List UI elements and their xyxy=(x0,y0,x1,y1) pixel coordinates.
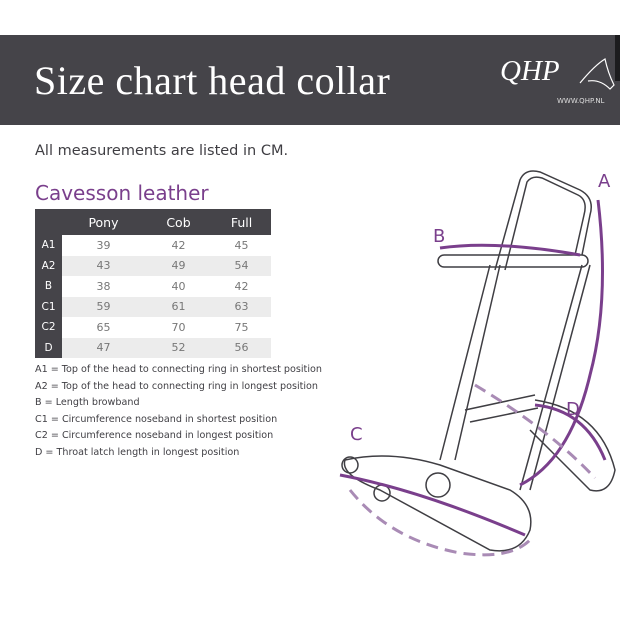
column-header: Pony xyxy=(62,209,145,235)
brand-url: WWW.QHP.NL xyxy=(557,97,605,105)
legend-item: D = Throat latch length in longest posit… xyxy=(35,446,240,458)
cell: 47 xyxy=(62,337,145,358)
cell: 43 xyxy=(62,255,145,276)
legend-item: C1 = Circumference noseband in shortest … xyxy=(35,413,278,425)
legend-item: B = Length browband xyxy=(35,397,140,409)
column-header: Cob xyxy=(144,209,213,235)
cell: 40 xyxy=(171,279,186,293)
measurement-note: All measurements are listed in CM. xyxy=(35,143,289,159)
column-header: Full xyxy=(212,209,271,235)
cell: 38 xyxy=(96,279,111,293)
cell: 56 xyxy=(212,337,271,358)
table-header-row: Pony Cob Full xyxy=(35,209,271,235)
header-band: Size chart head collar QHP WWW.QHP.NL xyxy=(0,35,620,125)
cell: 39 xyxy=(96,238,111,252)
legend-item: A1 = Top of the head to connecting ring … xyxy=(35,364,322,375)
cell: 42 xyxy=(171,238,186,252)
section-title: Cavesson leather xyxy=(35,181,209,205)
cell: 54 xyxy=(212,255,271,276)
head-collar-diagram: A B C D xyxy=(339,170,616,557)
cell: 59 xyxy=(62,296,145,317)
table-row: A1 39 42 45 xyxy=(35,235,271,256)
label-d: D xyxy=(566,399,580,420)
cell: 42 xyxy=(234,279,249,293)
row-label: A2 xyxy=(35,255,62,276)
legend-item: C2 = Circumference noseband in longest p… xyxy=(35,430,274,442)
brand-logo: QHP xyxy=(500,55,560,87)
legend-item: A2 = Top of the head to connecting ring … xyxy=(35,380,318,392)
cell: 65 xyxy=(96,320,111,334)
row-label: C1 xyxy=(35,296,62,317)
table-row: B 38 40 42 xyxy=(35,276,271,297)
cell: 61 xyxy=(144,296,213,317)
row-label: B xyxy=(35,276,62,297)
horse-head-icon xyxy=(579,58,615,90)
label-c: C xyxy=(350,424,363,445)
label-b: B xyxy=(433,226,445,247)
cell: 45 xyxy=(234,238,249,252)
cell: 70 xyxy=(171,320,186,334)
cell: 49 xyxy=(144,255,213,276)
row-label: A1 xyxy=(35,235,62,256)
table-row: C2 65 70 75 xyxy=(35,317,271,338)
edge-strip xyxy=(615,35,620,81)
column-header xyxy=(35,209,62,235)
cell: 52 xyxy=(144,337,213,358)
cell: 63 xyxy=(212,296,271,317)
row-label: C2 xyxy=(35,317,62,338)
label-a: A xyxy=(598,171,611,192)
cell: 75 xyxy=(234,320,249,334)
row-label: D xyxy=(35,337,62,358)
legend: A1 = Top of the head to connecting ring … xyxy=(35,362,322,462)
page-title: Size chart head collar xyxy=(34,58,391,103)
